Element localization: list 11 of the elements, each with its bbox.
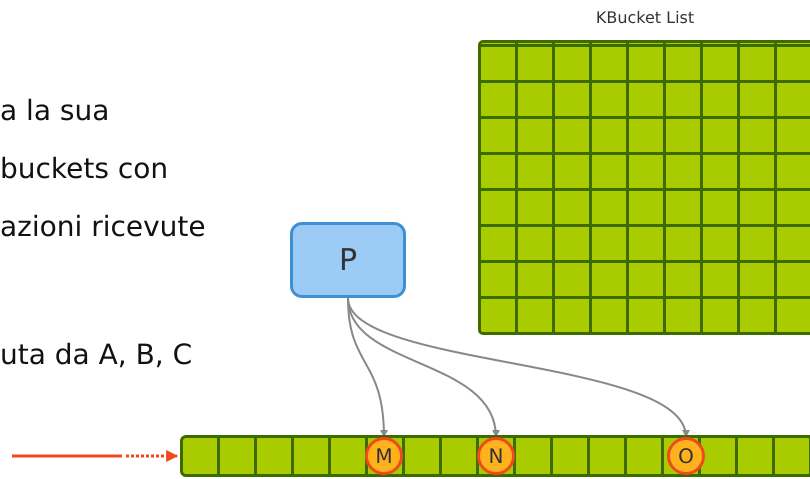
bucket-grid	[478, 40, 810, 335]
node-box: P	[290, 222, 406, 298]
node-circle: N	[477, 437, 515, 475]
node-circle: O	[667, 437, 705, 475]
body-text: a la sua buckets con azioni ricevute	[0, 93, 207, 245]
node-circle: M	[365, 437, 403, 475]
body-text: uta da A, B, C	[0, 337, 194, 373]
arrow	[347, 298, 688, 438]
arrow	[12, 450, 178, 462]
grid-title: KBucket List	[594, 8, 696, 27]
bucket-bar	[180, 435, 810, 477]
